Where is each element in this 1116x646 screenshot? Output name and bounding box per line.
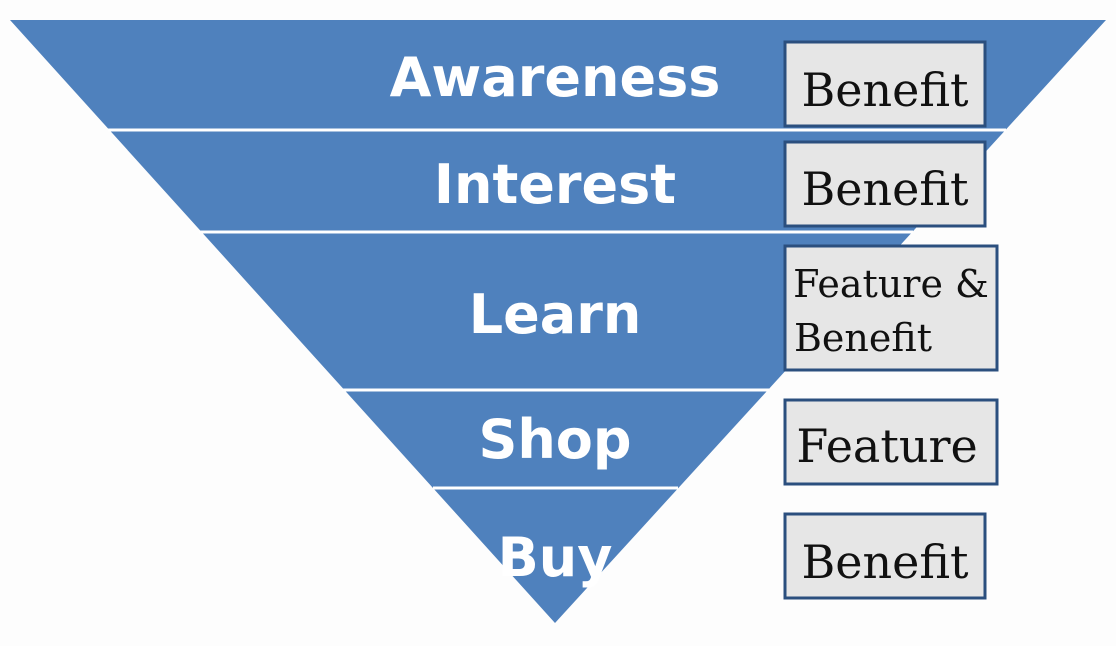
tag-awareness: Benefit bbox=[783, 40, 987, 128]
tag-text: Benefit bbox=[801, 162, 969, 216]
tag-text: Benefit bbox=[801, 63, 969, 117]
tag-box bbox=[783, 244, 999, 372]
stage-label-shop: Shop bbox=[478, 408, 631, 471]
tag-text: Feature bbox=[796, 419, 977, 473]
stage-label-awareness: Awareness bbox=[390, 46, 721, 109]
tag-shop: Feature bbox=[783, 398, 999, 486]
tag-text: Benefit bbox=[801, 535, 969, 589]
tag-box bbox=[783, 398, 999, 486]
tag-buy: Benefit bbox=[783, 512, 987, 600]
tag-interest: Benefit bbox=[783, 140, 987, 228]
stage-label-buy: Buy bbox=[498, 526, 613, 589]
stage-label-learn: Learn bbox=[469, 283, 642, 346]
tag-box bbox=[783, 140, 987, 228]
tag-text-line-1: Feature & bbox=[793, 262, 989, 306]
tag-box bbox=[783, 40, 987, 128]
tag-box bbox=[783, 512, 987, 600]
stage-label-interest: Interest bbox=[434, 153, 676, 216]
tag-text-line-2: Benefit bbox=[794, 316, 932, 360]
tag-learn: Feature & Benefit bbox=[783, 244, 999, 372]
